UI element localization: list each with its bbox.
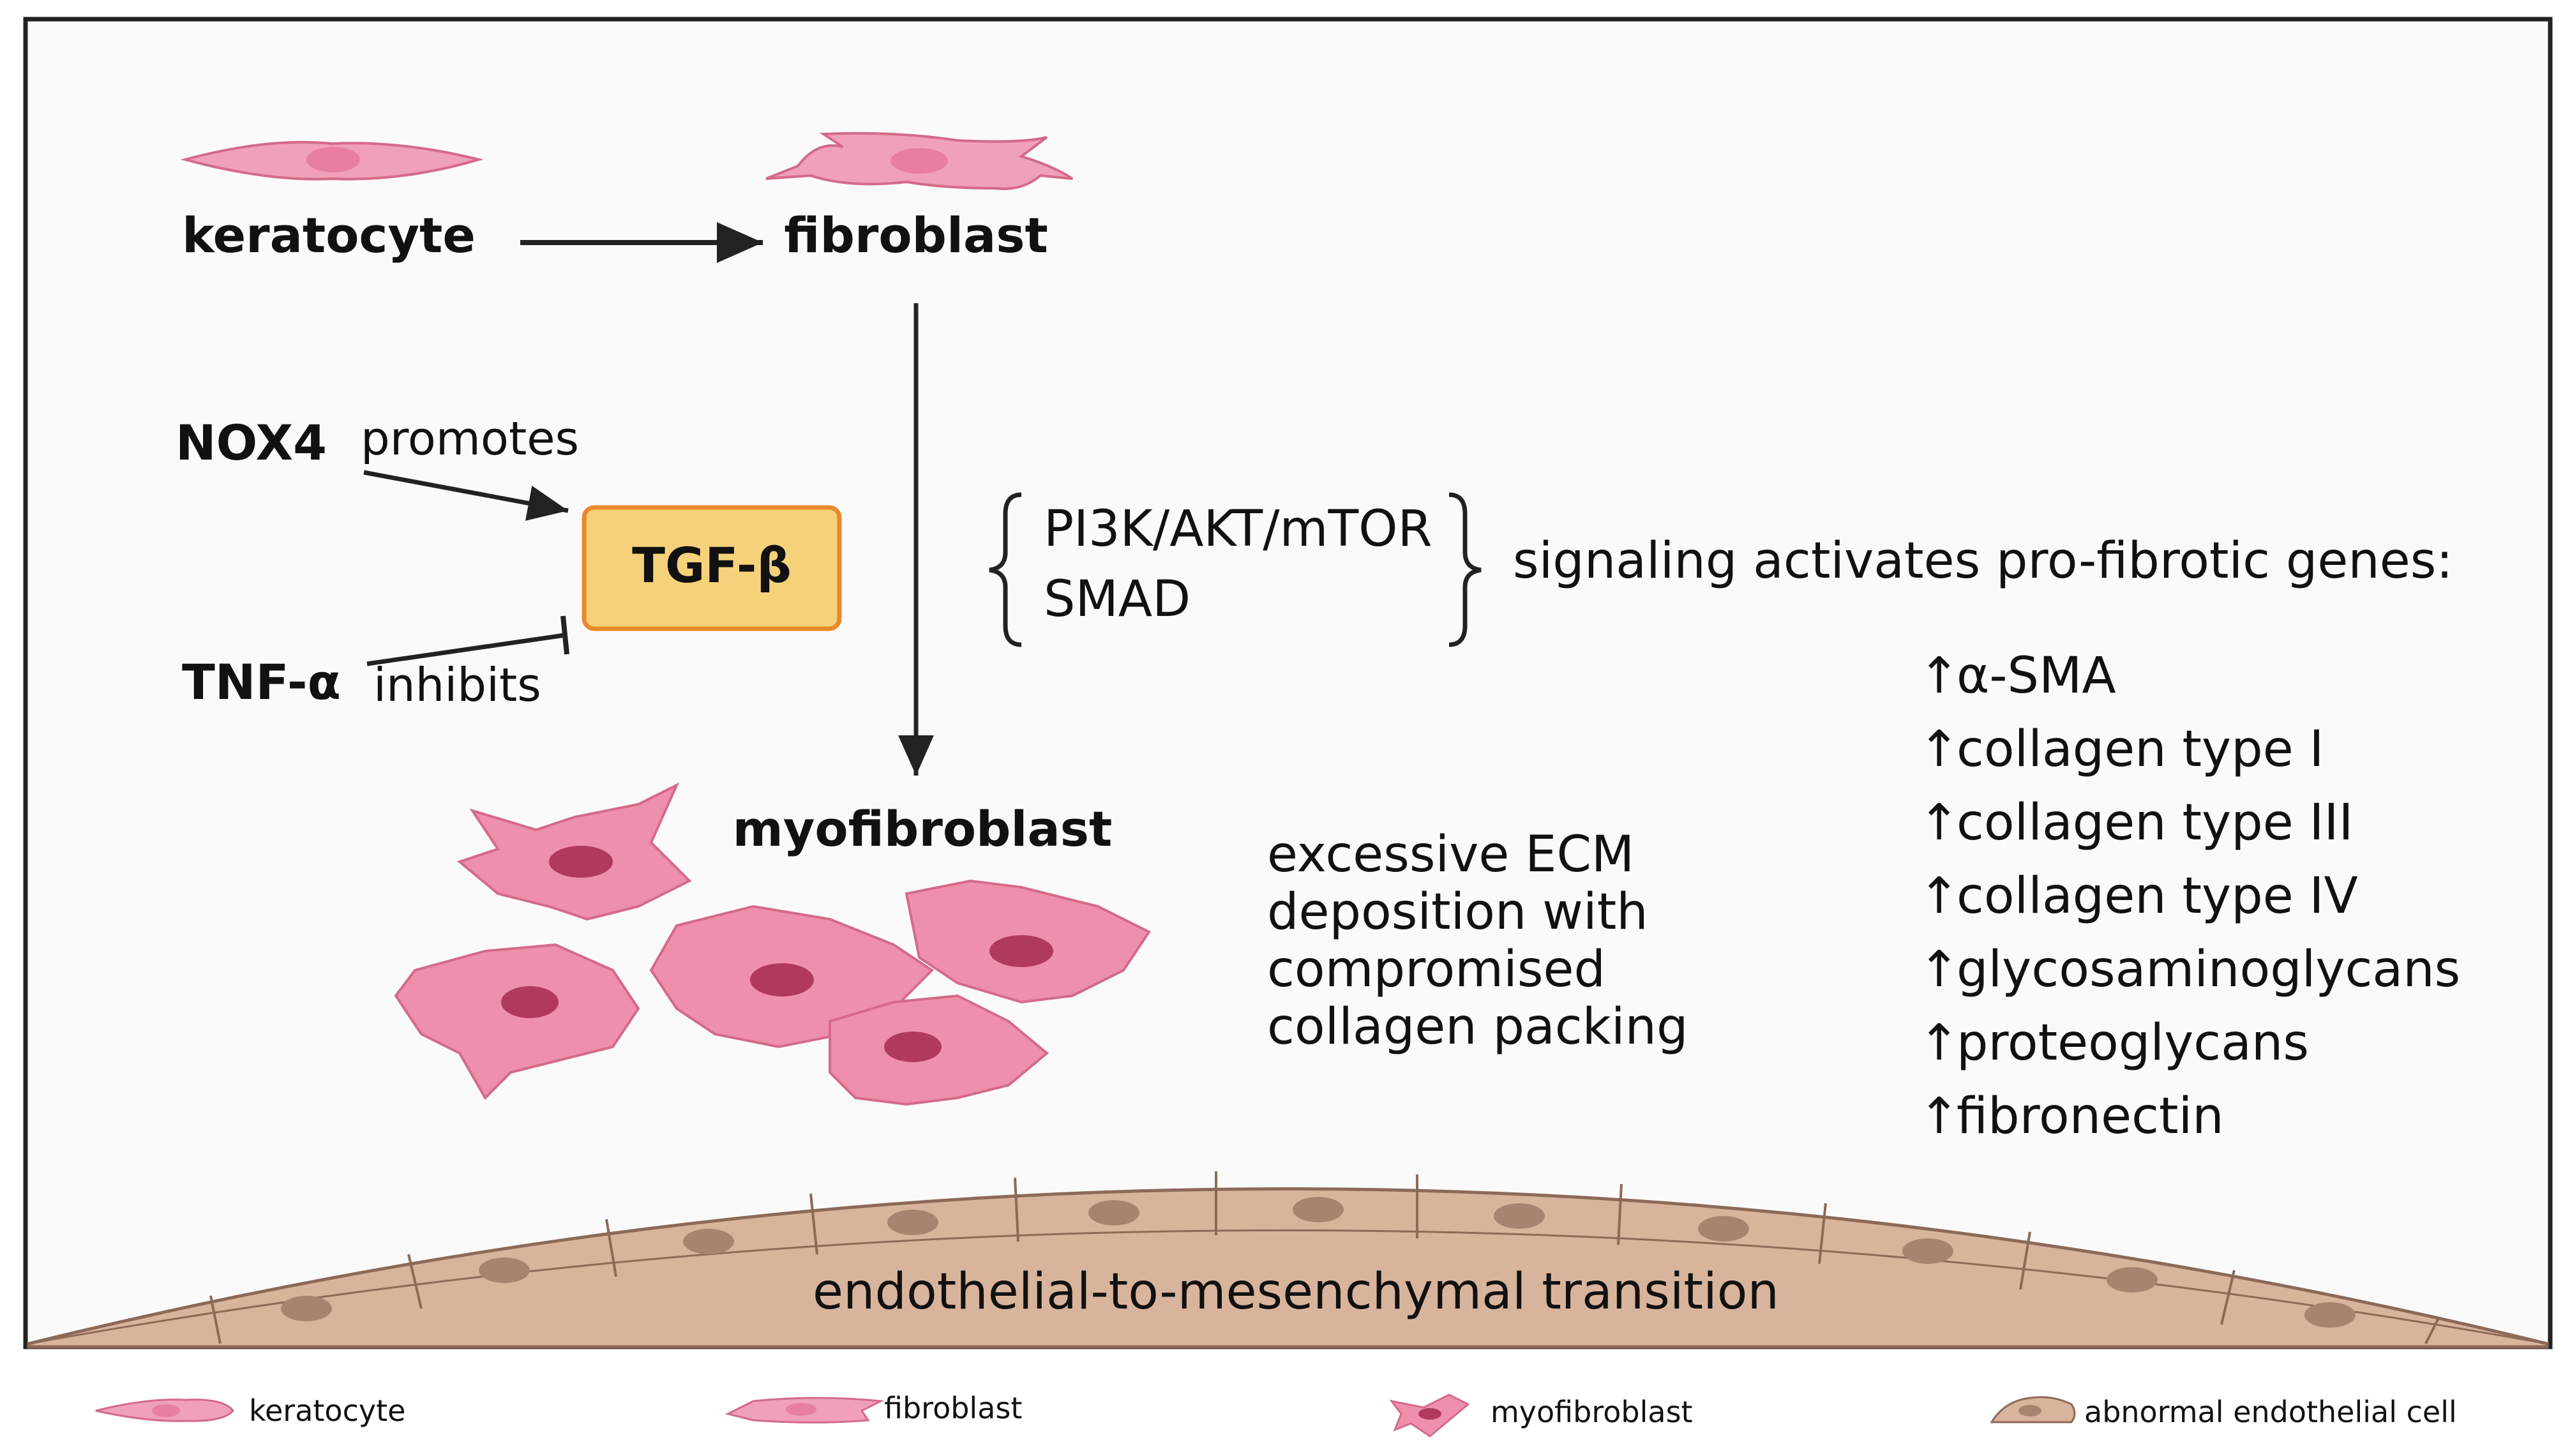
gene-item: ↑ collagen type III — [1918, 794, 2354, 852]
gene-item: ↑ proteoglycans — [1918, 1014, 2309, 1072]
ecm-line: excessive ECM — [1267, 826, 1634, 883]
legend-label: fibroblast — [884, 1391, 1022, 1425]
gene-label: glycosaminoglycans — [1957, 941, 2460, 998]
legend-keratocyte: keratocyte — [95, 1393, 405, 1428]
gene-item: ↑ α-SMA — [1918, 647, 2116, 705]
endothelial-layer — [27, 1171, 2549, 1349]
myofibroblast-label: myofibroblast — [733, 800, 1113, 857]
gene-label: collagen type III — [1957, 794, 2354, 852]
up-arrow-icon: ↑ — [1918, 721, 1960, 778]
endothelial-transition-label: endothelial-to-mesenchymal transition — [813, 1263, 1779, 1321]
ecm-line: deposition with — [1267, 883, 1648, 941]
gene-item: ↑ collagen type IV — [1918, 867, 2358, 925]
up-arrow-icon: ↑ — [1918, 1014, 1960, 1072]
inhibition-bar — [560, 615, 569, 655]
gene-label: collagen type I — [1957, 721, 2324, 778]
gene-item: ↑ fibronectin — [1918, 1088, 2224, 1145]
diagram-frame — [23, 17, 2553, 1349]
promotes-arrow — [363, 470, 569, 521]
up-arrow-icon: ↑ — [1918, 1088, 1960, 1145]
tnf-alpha-label: TNF-α — [182, 654, 341, 710]
gene-item: ↑ collagen type I — [1918, 721, 2324, 778]
legend-label: keratocyte — [249, 1393, 405, 1428]
nox4-label: NOX4 — [176, 414, 327, 471]
inhibits-line — [366, 633, 566, 666]
inhibits-label: inhibits — [373, 658, 541, 712]
legend-label: myofibroblast — [1491, 1395, 1693, 1429]
up-arrow-icon: ↑ — [1918, 941, 1960, 998]
fibroblast-label: fibroblast — [784, 207, 1048, 264]
myofibroblast-cluster-icon — [394, 782, 1151, 1106]
keratocyte-label: keratocyte — [182, 207, 476, 264]
legend-fibroblast: fibroblast — [725, 1391, 1022, 1425]
up-arrow-icon: ↑ — [1918, 647, 1960, 705]
gene-item: ↑ glycosaminoglycans — [1918, 941, 2460, 998]
pathway-pi3k: PI3K/AKT/mTOR — [1044, 500, 1432, 558]
keratocyte-cell-icon — [180, 140, 484, 181]
gene-label: proteoglycans — [1957, 1014, 2309, 1072]
tgf-beta-box — [582, 505, 842, 631]
up-arrow-icon: ↑ — [1918, 867, 1960, 925]
legend-myofibroblast: myofibroblast — [1389, 1393, 1693, 1437]
gene-list: ↑ α-SMA ↑ collagen type I ↑ collagen typ… — [1918, 647, 2460, 1145]
legend-endothelial: abnormal endothelial cell — [1990, 1395, 2457, 1429]
tgf-beta-label: TGF-β — [632, 537, 792, 594]
signaling-label: signaling activates pro-fibrotic genes: — [1513, 532, 2453, 590]
up-arrow-icon: ↑ — [1918, 794, 1960, 852]
fibroblast-cell-icon — [765, 131, 1074, 190]
gene-label: fibronectin — [1957, 1088, 2224, 1145]
right-brace — [1448, 492, 1482, 647]
legend-label: abnormal endothelial cell — [2084, 1395, 2457, 1429]
ecm-line: compromised — [1267, 941, 1605, 998]
ecm-line: collagen packing — [1267, 998, 1688, 1056]
gene-label: collagen type IV — [1957, 867, 2358, 925]
left-brace — [989, 492, 1022, 647]
pathway-smad: SMAD — [1044, 571, 1191, 628]
gene-label: α-SMA — [1957, 647, 2116, 705]
legend: keratocyte fibroblast myofibroblast abno… — [95, 1391, 2457, 1437]
promotes-label: promotes — [361, 412, 579, 465]
